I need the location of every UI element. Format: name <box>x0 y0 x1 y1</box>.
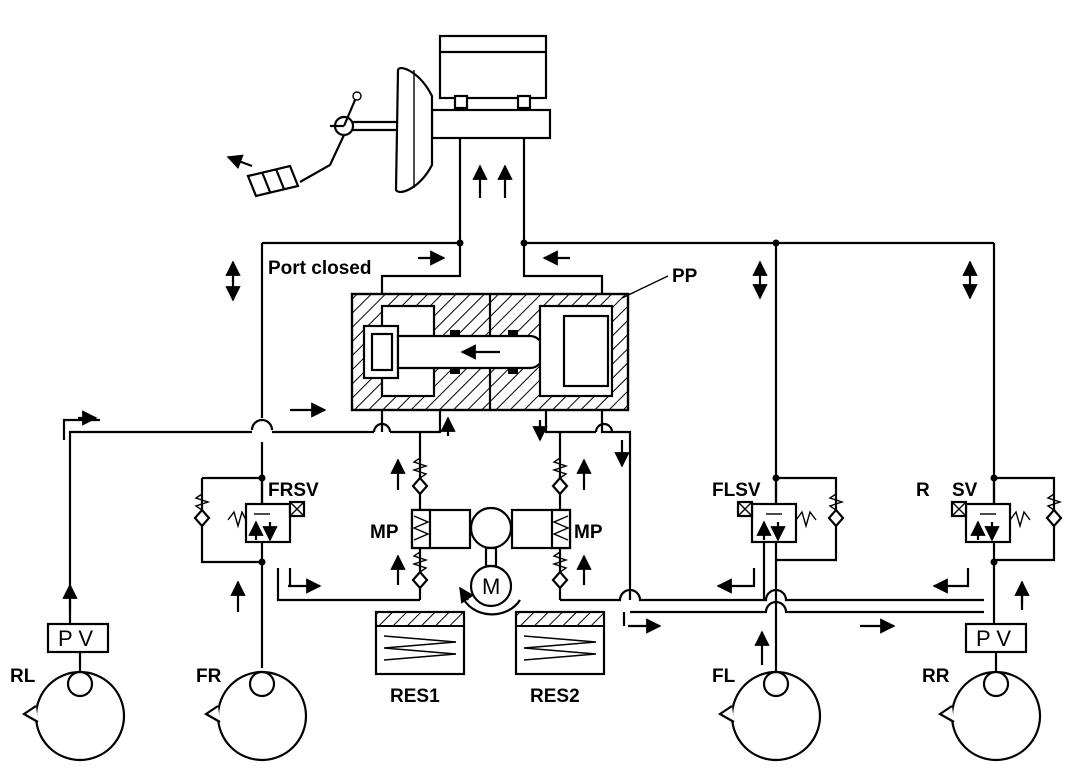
label-fl: FL <box>712 666 736 687</box>
label-mp-left: MP <box>370 522 399 543</box>
label-pp: PP <box>672 266 698 287</box>
label-rr: RR <box>922 666 950 687</box>
label-frsv: FRSV <box>268 480 319 501</box>
label-sv: SV <box>952 480 978 501</box>
label-flsv: FLSV <box>712 480 761 501</box>
proportioning-valve-icon <box>46 620 1028 672</box>
master-cylinder-icon <box>430 34 552 243</box>
label-pv-right: P V <box>976 626 1011 651</box>
label-motor: M <box>482 574 500 599</box>
label-mp-right: MP <box>574 522 603 543</box>
check-valve-icon <box>193 457 1063 590</box>
solenoid-valve-icon <box>200 474 1056 600</box>
wheel-cylinder-icon <box>21 670 1042 762</box>
label-rl: RL <box>10 666 36 687</box>
label-r: R <box>916 480 930 501</box>
label-port-closed: Port closed <box>268 258 371 279</box>
label-pv-left: P V <box>58 626 93 651</box>
modulator-valve-block <box>350 292 630 412</box>
label-res1: RES1 <box>390 686 440 707</box>
flow-arrow-icon <box>225 260 978 302</box>
booster-icon <box>345 67 434 193</box>
label-res2: RES2 <box>530 686 580 707</box>
brake-pedal-icon <box>226 91 362 198</box>
motor-icon <box>410 506 572 616</box>
reservoir-icon <box>374 610 606 676</box>
label-fr: FR <box>196 666 222 687</box>
